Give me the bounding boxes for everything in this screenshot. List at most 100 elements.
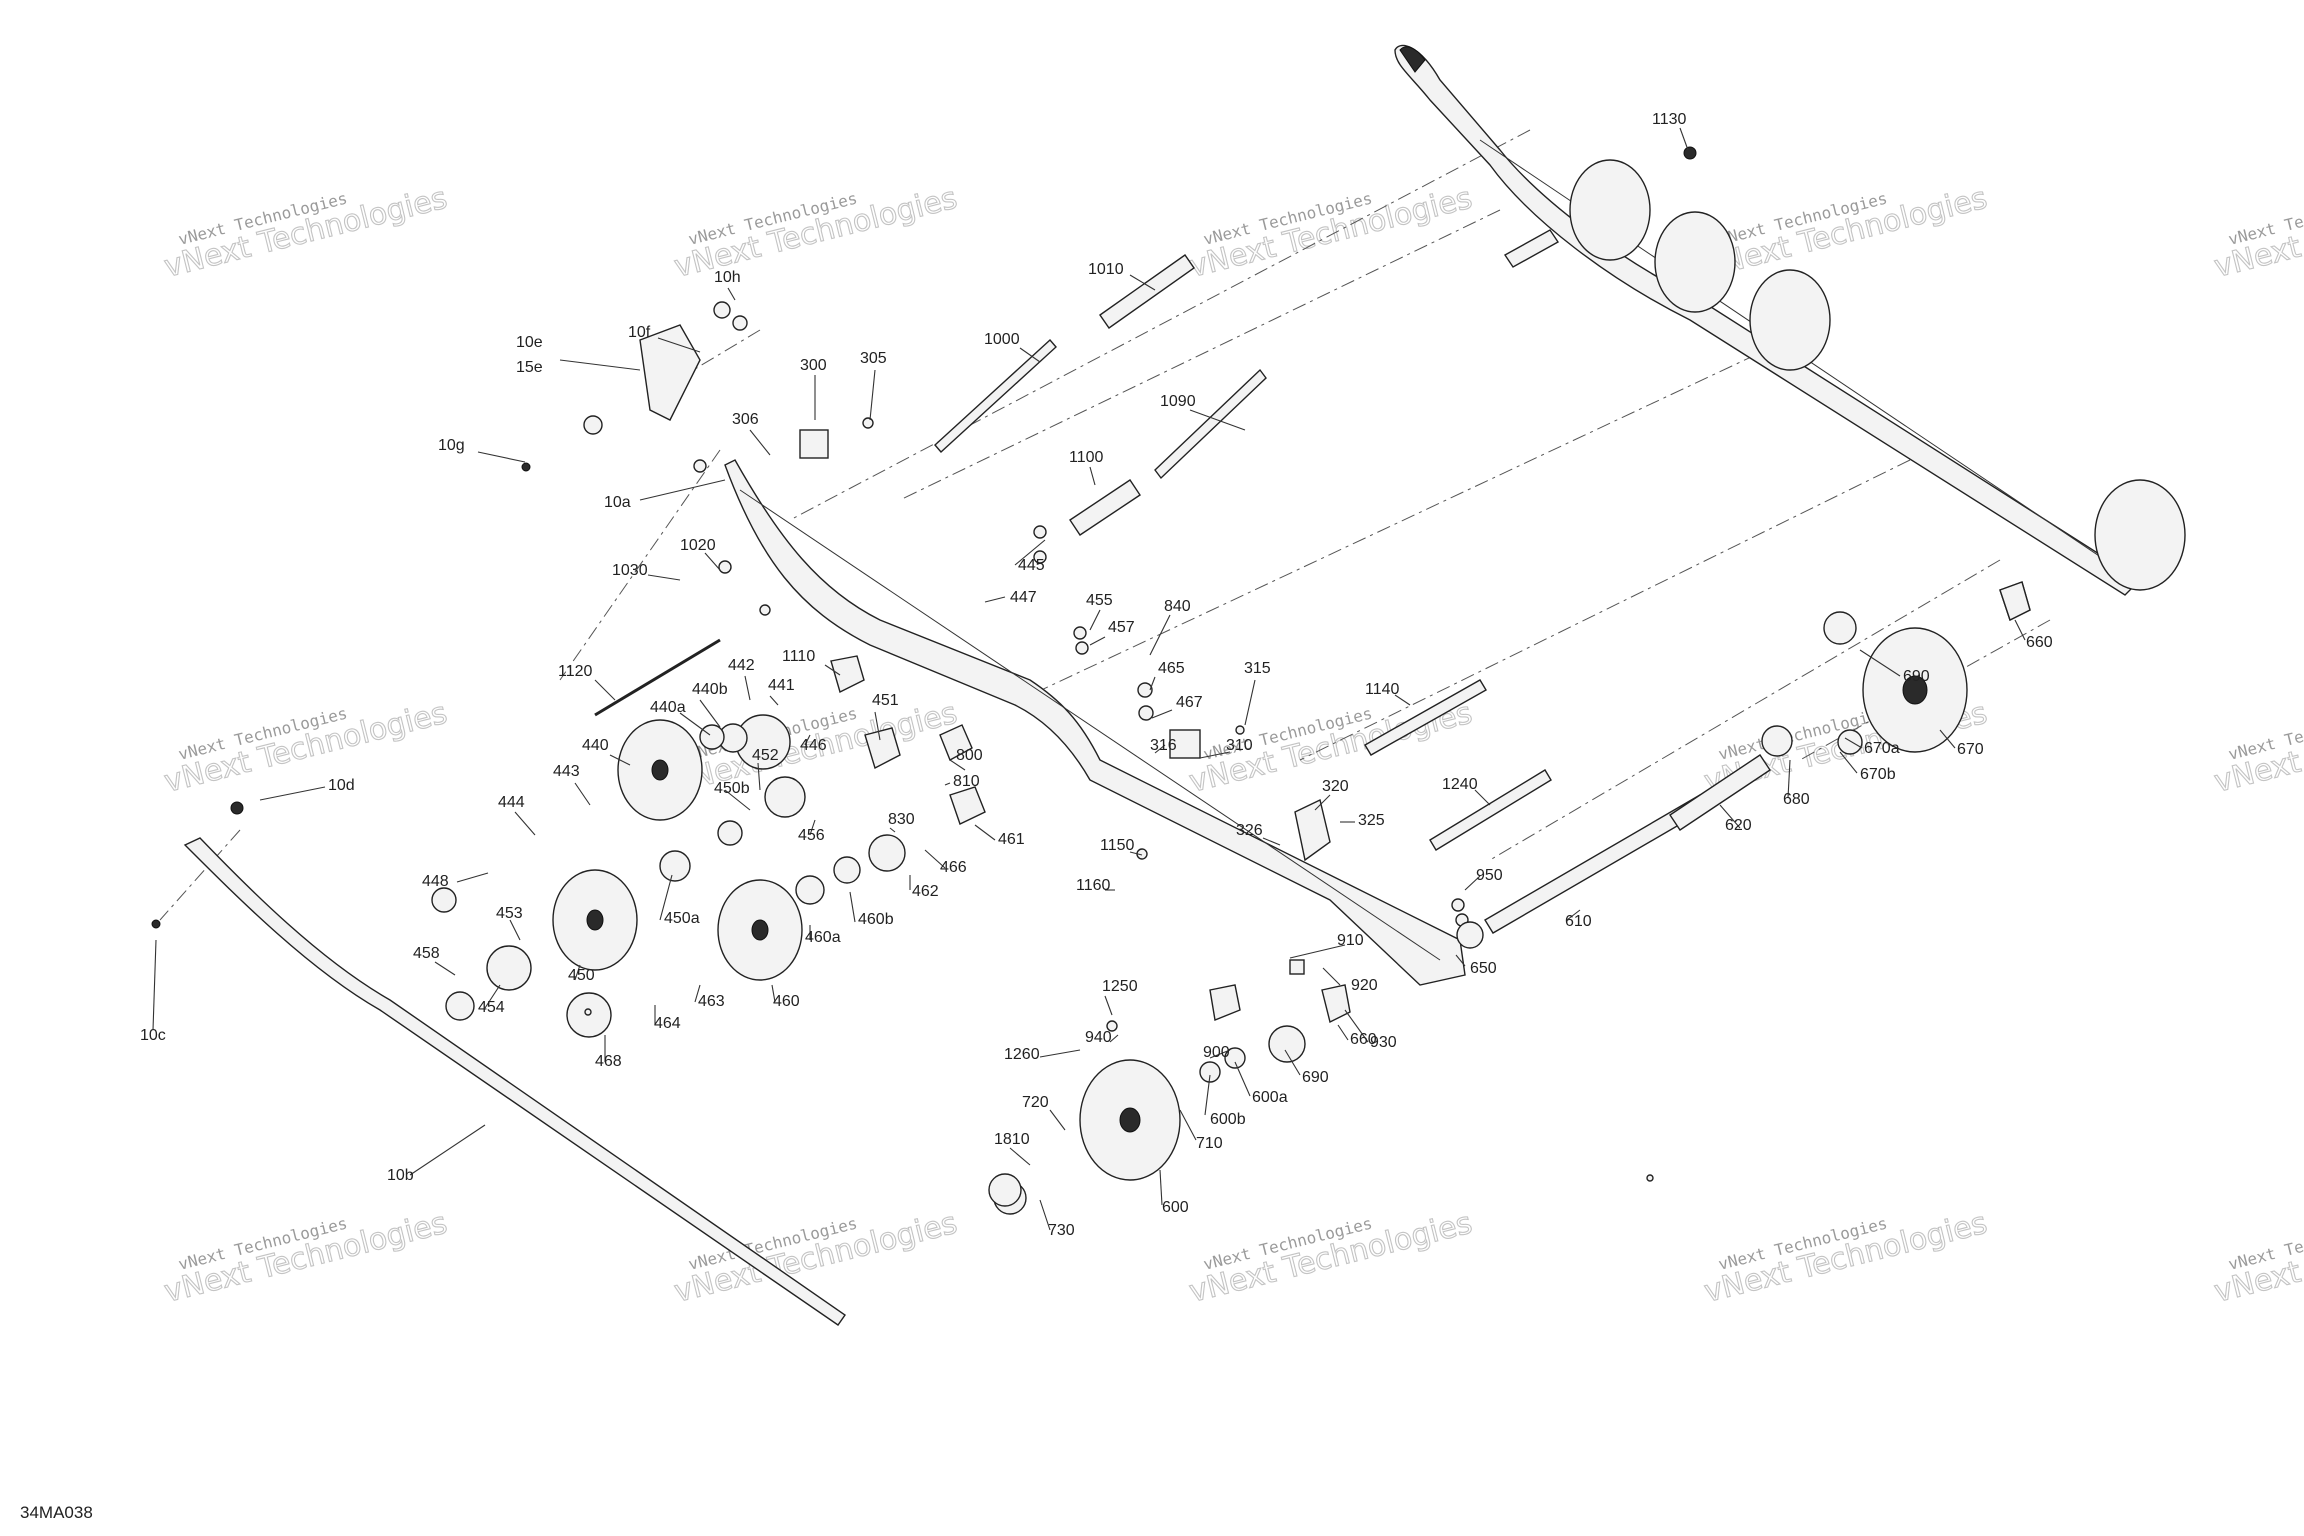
- part-number-label: 840: [1164, 598, 1191, 615]
- callout-930: 930: [1344, 1009, 1397, 1051]
- part-number-label: 10h: [714, 269, 741, 286]
- part-number-label: 10e: [516, 334, 543, 351]
- callout-10h: 10h: [714, 269, 741, 301]
- right-rail-wheels: [1569, 159, 2186, 753]
- part-number-label: 600a: [1252, 1089, 1288, 1106]
- leader-line: [514, 811, 536, 836]
- leader-line: [1455, 954, 1466, 967]
- part-number-label: 441: [768, 677, 795, 694]
- part-number-label: 444: [498, 794, 525, 811]
- leader-line: [609, 754, 631, 766]
- callout-1030: 1030: [612, 562, 681, 581]
- leader-line: [434, 961, 456, 976]
- part-number-label: 920: [1351, 977, 1378, 994]
- leader-line: [647, 574, 681, 581]
- leader-line: [1204, 1074, 1211, 1116]
- leader-line: [484, 984, 501, 1009]
- callout-900: 900: [1203, 1044, 1231, 1061]
- callout-1260: 1260: [1004, 1046, 1081, 1063]
- callout-460a: 460a: [805, 925, 841, 946]
- part-number-label: 610: [1565, 913, 1592, 930]
- leader-line: [409, 1124, 486, 1176]
- leader-line: [1839, 751, 1858, 774]
- part-number-label: 461: [998, 831, 1025, 848]
- callout-10g: 10g: [438, 437, 526, 463]
- part-number-label: 940: [1085, 1029, 1112, 1046]
- part-number-label: 325: [1358, 812, 1385, 829]
- callout-316: 316: [1150, 737, 1177, 754]
- drawing-code: 34MA038: [20, 1503, 93, 1522]
- callout-610: 610: [1565, 909, 1592, 930]
- leader-line: [574, 782, 591, 806]
- leader-line: [749, 429, 771, 456]
- leader-line: [1322, 967, 1341, 986]
- callout-461: 461: [974, 824, 1025, 848]
- callout-1250: 1250: [1102, 978, 1138, 1016]
- callout-920: 920: [1322, 967, 1378, 994]
- part-number-label: 690: [1302, 1069, 1329, 1086]
- part-number-label: 950: [1476, 867, 1503, 884]
- callout-1020: 1020: [680, 537, 721, 571]
- callout-1160: 1160: [1076, 877, 1115, 894]
- part-number-label: 305: [860, 350, 887, 367]
- leader-line: [1039, 1199, 1051, 1231]
- callout-442: 442: [728, 657, 755, 701]
- callout-450a: 450a: [659, 874, 700, 927]
- leader-line: [769, 695, 779, 706]
- part-number-label: 460a: [805, 929, 841, 946]
- part-number-label: 710: [1196, 1135, 1223, 1152]
- callout-446: 446: [800, 734, 827, 754]
- part-number-label: 810: [953, 773, 980, 790]
- part-number-label: 460: [773, 993, 800, 1010]
- leader-line: [874, 711, 881, 741]
- leader-line: [2014, 619, 2026, 641]
- callout-310: 310: [1199, 737, 1253, 759]
- callout-440: 440: [582, 737, 631, 766]
- callout-452: 452: [752, 747, 779, 791]
- callout-300: 300: [800, 357, 827, 420]
- leader-line: [1474, 789, 1491, 806]
- leader-line: [1314, 794, 1331, 811]
- leader-line: [984, 596, 1006, 603]
- callout-445: 445: [1014, 539, 1046, 574]
- callout-468: 468: [595, 1035, 622, 1070]
- callout-670: 670: [1939, 729, 1984, 758]
- leader-line: [679, 712, 711, 736]
- callout-600a: 600a: [1234, 1061, 1288, 1106]
- leader-line: [974, 824, 996, 841]
- callout-325: 325: [1340, 812, 1385, 829]
- part-number-label: 310: [1226, 737, 1253, 754]
- leader-line: [1109, 1034, 1119, 1043]
- callout-456: 456: [798, 819, 825, 844]
- leader-line: [1394, 694, 1411, 706]
- part-number-label: 1150: [1100, 837, 1135, 854]
- part-number-label: 600b: [1210, 1111, 1246, 1128]
- callout-455: 455: [1086, 592, 1113, 631]
- leader-line: [1089, 609, 1101, 631]
- callout-444: 444: [498, 794, 536, 836]
- part-number-label: 306: [732, 411, 759, 428]
- leader-line: [1019, 347, 1041, 363]
- leader-line: [1014, 539, 1046, 566]
- leader-line: [1284, 1049, 1301, 1076]
- part-number-label: 462: [912, 883, 939, 900]
- leader-line: [1199, 751, 1231, 759]
- callout-680: 680: [1783, 759, 1810, 808]
- leader-line: [594, 679, 616, 701]
- leader-line: [1039, 1049, 1081, 1058]
- part-number-label: 326: [1236, 822, 1263, 839]
- part-number-label: 448: [422, 873, 449, 890]
- callout-690: 690: [1859, 649, 1930, 685]
- part-number-label: 730: [1048, 1222, 1075, 1239]
- leader-line: [1089, 466, 1096, 486]
- leader-line: [944, 782, 951, 786]
- callout-306: 306: [732, 411, 771, 456]
- part-number-label: 446: [800, 737, 827, 754]
- part-number-label: 670: [1957, 741, 1984, 758]
